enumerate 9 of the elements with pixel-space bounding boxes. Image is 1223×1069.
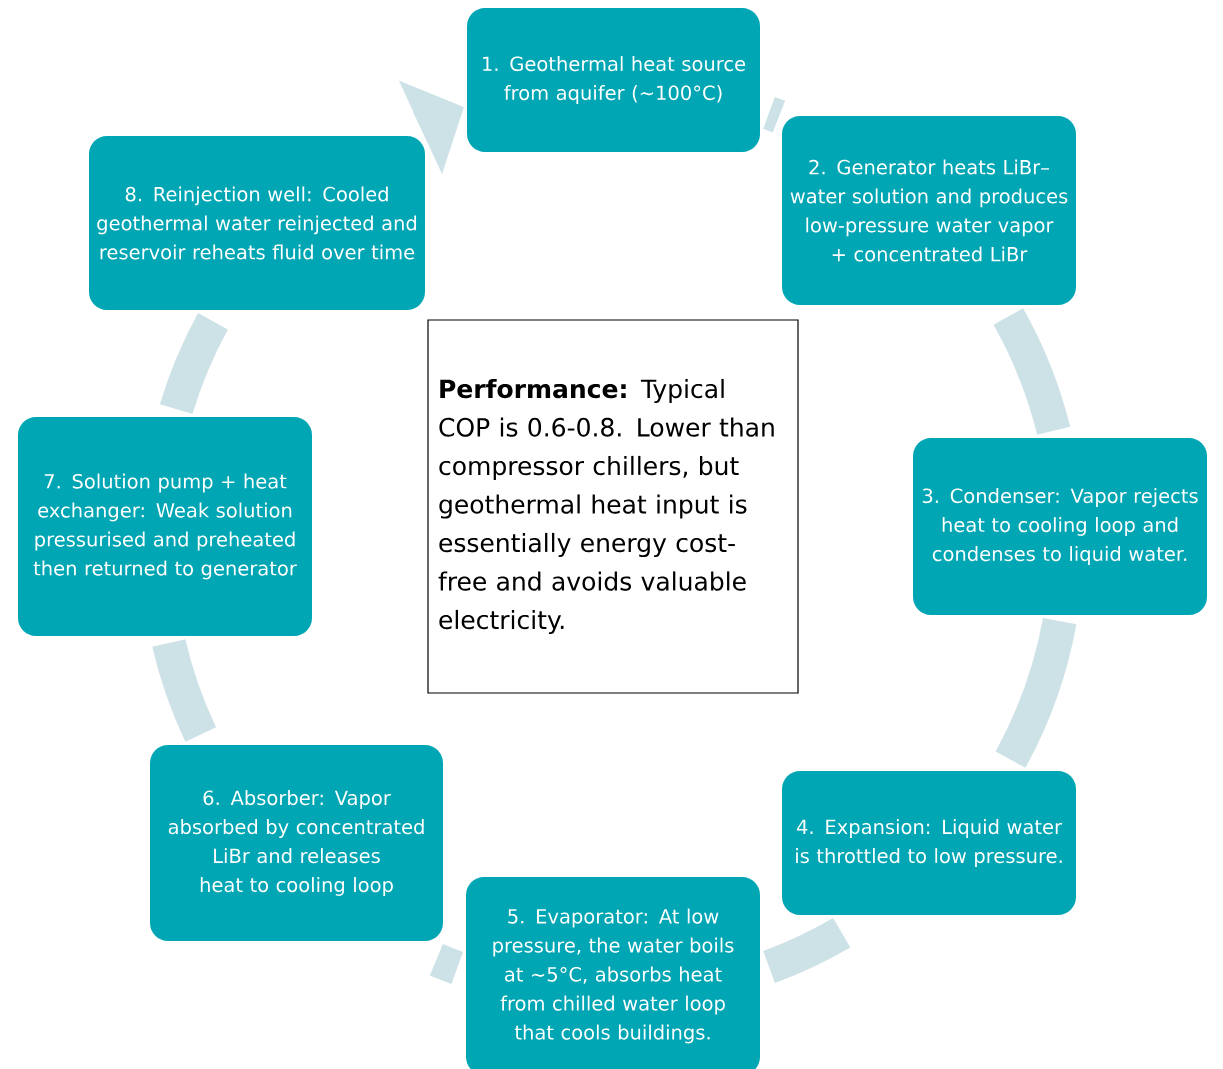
process-box: 5. Evaporator: At low pressure, the water boils at ~5°C, absorbs heat from chilled water loop that cools buildings. [466,877,760,1069]
note-box: Performance: Typical COP is 0.6-0.8. Lower than compressor chillers, but geothermal heat input is essentially energy cost-free and avoids valuable electricity. [427,319,799,694]
process-box: 6. Absorber: Vapor absorbed by concentrated LiBr and releases heat to cooling loop [150,745,443,941]
process-box: 1. Geothermal heat source from aquifer (~100°C) [467,8,760,152]
process-box: 3. Condenser: Vapor rejects heat to cooling loop and condenses to liquid water. [913,438,1207,615]
process-box: 7. Solution pump + heat exchanger: Weak solution pressurised and preheated then returned to generator [18,417,312,636]
process-box: 4. Expansion: Liquid water is throttled to low pressure. [782,771,1076,915]
process-box: 8. Reinjection well: Cooled geothermal water reinjected and reservoir reheats fluid over time [89,136,425,310]
process-box: 2. Generator heats LiBr–water solution and produces low-pressure water vapor + concentrated LiBr [782,116,1076,305]
